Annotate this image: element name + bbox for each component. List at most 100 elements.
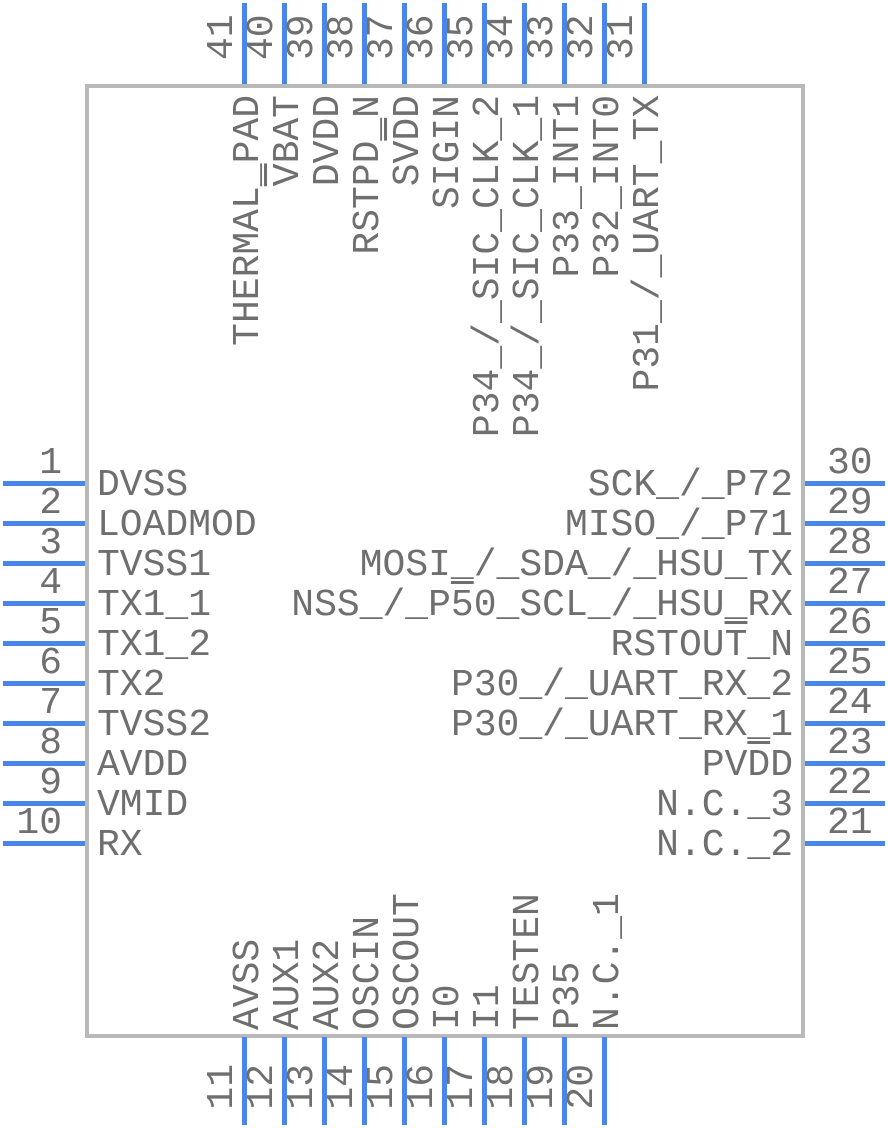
pin-28-name: MOSI_/_SDA_/_HSU_TX bbox=[359, 544, 793, 587]
overline-char: D bbox=[747, 744, 771, 787]
pin-1-name: DVSS bbox=[97, 464, 189, 507]
pin-26-name: RSTOUT_N bbox=[610, 624, 793, 667]
pin-35-line bbox=[482, 3, 487, 84]
pin-33-number: 33 bbox=[521, 14, 564, 60]
pin-20-number: 20 bbox=[561, 1064, 604, 1110]
pin-8-name: AVDD bbox=[97, 744, 189, 787]
pin-1-number: 1 bbox=[39, 442, 62, 485]
pin-32-line bbox=[602, 3, 607, 84]
pin-13-number: 13 bbox=[281, 1064, 324, 1110]
pin-6-line bbox=[3, 681, 85, 686]
overline-char: D bbox=[387, 117, 430, 141]
pin-15-name: OSCOUT bbox=[387, 893, 430, 1030]
pin-37-number: 37 bbox=[361, 14, 404, 60]
pin-14-name: OSCIN bbox=[347, 915, 390, 1030]
pin-3-name: TVSS1 bbox=[97, 544, 212, 587]
pin-18-name: TESTEN bbox=[507, 893, 550, 1030]
pin-35-number: 35 bbox=[441, 14, 484, 60]
pin-6-name: TX2 bbox=[97, 664, 166, 707]
pin-7-number: 7 bbox=[39, 682, 62, 725]
pin-25-number: 25 bbox=[827, 642, 873, 685]
pin-27-line bbox=[805, 601, 885, 606]
pin-36-number: 36 bbox=[401, 14, 444, 60]
pin-40-name: VBAT bbox=[267, 95, 310, 187]
pin-29-name: MISO_/_P71 bbox=[564, 504, 793, 547]
pin-32-number: 32 bbox=[561, 14, 604, 60]
pin-23-number: 23 bbox=[827, 722, 873, 765]
pin-19-name: P35 bbox=[547, 961, 590, 1030]
pin-41-line bbox=[242, 3, 247, 84]
overline-char: T bbox=[724, 624, 748, 667]
pin-16-line bbox=[442, 1037, 447, 1125]
pin-33-name: P33_INT1 bbox=[547, 95, 590, 278]
pin-17-number: 17 bbox=[441, 1064, 484, 1110]
pin-5-line bbox=[3, 641, 85, 646]
pin-13-line bbox=[322, 1037, 327, 1125]
pin-17-name: I1 bbox=[467, 984, 510, 1030]
pin-33-line bbox=[562, 3, 567, 84]
pin-32-name: P32_INT0 bbox=[587, 95, 630, 278]
pin-26-line bbox=[805, 641, 885, 646]
pin-4-line bbox=[3, 601, 85, 606]
pin-1-line bbox=[3, 481, 85, 486]
pin-25-line bbox=[805, 681, 885, 686]
pin-24-name: P30_/_UART_RX_1 bbox=[450, 704, 793, 747]
overline-char: V bbox=[267, 163, 310, 187]
pin-2-number: 2 bbox=[39, 482, 62, 525]
pin-11-line bbox=[242, 1037, 247, 1125]
pin-40-number: 40 bbox=[241, 14, 284, 60]
pin-30-name: SCK_/_P72 bbox=[587, 464, 793, 507]
pin-24-line bbox=[805, 721, 885, 726]
pin-12-name: AUX1 bbox=[267, 938, 310, 1030]
overline-char: 5 bbox=[450, 584, 474, 627]
pin-10-number: 10 bbox=[16, 802, 62, 845]
pin-37-line bbox=[402, 3, 407, 84]
pin-38-line bbox=[362, 3, 367, 84]
pin-40-line bbox=[282, 3, 287, 84]
pin-36-line bbox=[442, 3, 447, 84]
pin-16-name: I0 bbox=[427, 984, 470, 1030]
pin-19-line bbox=[562, 1037, 567, 1125]
pin-2-line bbox=[3, 521, 85, 526]
pin-5-name: TX1_2 bbox=[97, 624, 212, 667]
pin-23-name: PVDD bbox=[701, 744, 793, 787]
pin-39-name: DVDD bbox=[307, 95, 350, 187]
pin-27-name: NSS_/_P50_SCL_/_HSU_RX bbox=[291, 584, 793, 627]
pin-20-line bbox=[602, 1037, 607, 1125]
pin-15-line bbox=[402, 1037, 407, 1125]
pin-21-number: 21 bbox=[827, 802, 873, 845]
pin-7-line bbox=[3, 721, 85, 726]
pin-9-number: 9 bbox=[39, 762, 62, 805]
pin-29-line bbox=[805, 521, 885, 526]
pin-17-line bbox=[482, 1037, 487, 1125]
pin-4-name: TX1_1 bbox=[97, 584, 212, 627]
pin-10-line bbox=[3, 841, 85, 846]
pin-22-name: N.C._3 bbox=[656, 784, 793, 827]
pin-41-name: THERMAL_PAD bbox=[227, 95, 270, 346]
pin-7-name: TVSS2 bbox=[97, 704, 212, 747]
pin-5-number: 5 bbox=[39, 602, 62, 645]
pin-39-number: 39 bbox=[281, 14, 324, 60]
pin-11-number: 11 bbox=[201, 1064, 244, 1110]
pin-2-name: LOADMOD bbox=[97, 504, 257, 547]
pin-14-number: 14 bbox=[321, 1064, 364, 1110]
pin-34-line bbox=[522, 3, 527, 84]
pin-38-number: 38 bbox=[321, 14, 364, 60]
pin-11-name: AVSS bbox=[227, 938, 270, 1030]
pin-18-line bbox=[522, 1037, 527, 1125]
pin-22-number: 22 bbox=[827, 762, 873, 805]
pin-31-number: 31 bbox=[601, 14, 644, 60]
pin-14-line bbox=[362, 1037, 367, 1125]
pin-31-line bbox=[642, 3, 647, 84]
pin-21-line bbox=[805, 841, 885, 846]
pin-34-name: P34_/_SIC_CLK_1 bbox=[507, 95, 550, 438]
chip-body bbox=[85, 84, 805, 1038]
pin-37-name: SVDD bbox=[387, 95, 430, 187]
pin-9-line bbox=[3, 801, 85, 806]
pin-13-name: AUX2 bbox=[307, 938, 350, 1030]
pin-12-number: 12 bbox=[241, 1064, 284, 1110]
pin-25-name: P30_/_UART_RX_2 bbox=[450, 664, 793, 707]
pin-10-name: RX bbox=[97, 824, 143, 867]
pin-8-number: 8 bbox=[39, 722, 62, 765]
